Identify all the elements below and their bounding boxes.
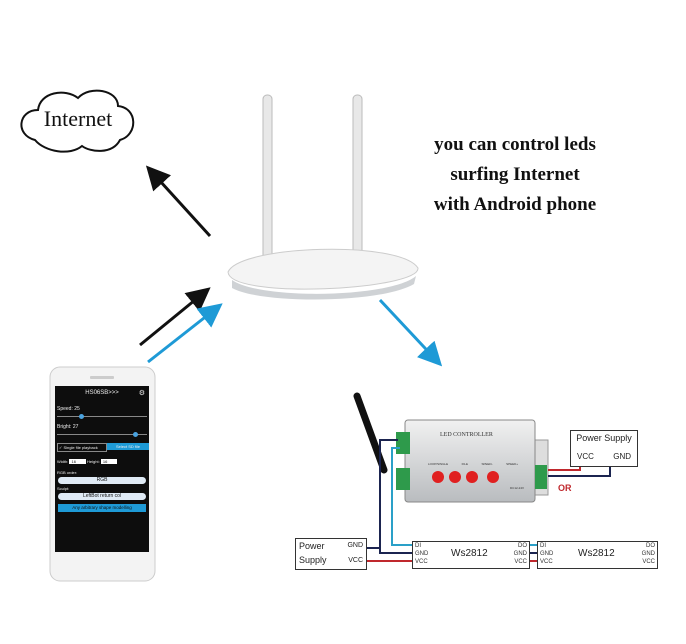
caption-line: surfing Internet <box>450 164 580 185</box>
bright-slider[interactable] <box>57 432 147 437</box>
vcc-label: VCC <box>577 452 594 461</box>
pin-label: DI <box>415 543 421 549</box>
gnd-label: GND <box>347 542 363 549</box>
power-supply-title: Power Supply <box>576 433 632 443</box>
router <box>227 94 419 300</box>
gear-icon[interactable]: ⚙ <box>138 390 145 397</box>
or-label: OR <box>558 483 572 493</box>
rgb-order-label: RGB order: <box>57 470 78 475</box>
power-supply-line1: Power <box>299 541 325 551</box>
ws2812-strip: DI GND VCC Ws2812 DO GND VCC <box>412 541 530 569</box>
pin-label: GND <box>540 551 554 557</box>
controller-button-label: FILE <box>461 462 468 466</box>
pin-label: VCC <box>514 559 527 565</box>
single-file-checkbox[interactable]: ✓ Single file playback <box>57 443 107 452</box>
pin-label: GND <box>513 551 527 557</box>
power-supply-bottom: Power Supply GND VCC <box>295 538 367 570</box>
app-title: HS06SB>>> <box>85 390 119 396</box>
arrow-phone-router-blue <box>147 303 223 364</box>
controller-title: LED CONTROLLER <box>440 432 493 438</box>
arrow-router-controller <box>378 298 443 367</box>
pin-label: GND <box>415 551 429 557</box>
controller-button-label: SPEED+ <box>506 462 518 466</box>
strip-name: Ws2812 <box>578 548 615 559</box>
arrow-to-router <box>139 287 211 347</box>
pin-label: DI <box>540 543 546 549</box>
arrow-to-internet <box>145 165 212 238</box>
caption-line: you can control leds <box>434 134 596 155</box>
speed-slider[interactable] <box>57 414 147 419</box>
ws2812-strip: DI GND VCC Ws2812 DO GND VCC <box>537 541 658 569</box>
width-label: Width: <box>57 459 69 464</box>
power-supply-line2: Supply <box>299 555 327 565</box>
speed-value: 25 <box>74 406 80 412</box>
caption-line: with Android phone <box>433 194 597 215</box>
shape-modelling-button[interactable]: Any arbitrary shape modelling <box>58 504 146 512</box>
vcc-label: VCC <box>348 557 363 564</box>
internet-cloud <box>20 89 135 153</box>
sculpt-select[interactable]: LeftBot return col <box>58 493 146 500</box>
single-file-label: Single file playback <box>63 445 98 450</box>
pin-label: VCC <box>415 559 428 565</box>
rgb-order-select[interactable]: RGB <box>58 477 146 484</box>
bright-label: Bright: <box>57 424 72 430</box>
height-input[interactable]: 16 <box>100 459 118 464</box>
pin-label: VCC <box>642 559 655 565</box>
controller-button-label: SPEED- <box>481 462 493 466</box>
pin-label: DO <box>518 543 527 549</box>
width-input[interactable]: 16 <box>69 459 86 464</box>
pin-label: DO <box>646 543 655 549</box>
pin-label: GND <box>641 551 655 557</box>
power-supply-right: Power Supply VCC GND <box>570 430 638 467</box>
bright-value: 27 <box>72 424 79 430</box>
phone-screen: HS06SB>>> ⚙ Speed: 25 Bright: 27 ✓ Singl… <box>55 386 149 552</box>
controller-input-label: DC12-24V <box>510 486 525 490</box>
controller-button-label: LOOP/SINGLE <box>428 462 449 466</box>
caption: you can control leds surfing Internet wi… <box>400 130 630 220</box>
strip-name: Ws2812 <box>451 548 488 559</box>
gnd-label: GND <box>613 452 631 461</box>
controller-buttons: LOOP/SINGLE FILE SPEED- SPEED+ <box>428 462 518 466</box>
select-file-button[interactable]: Select SD file <box>107 443 149 450</box>
height-label: Height: <box>87 459 100 464</box>
pin-label: VCC <box>540 559 553 565</box>
internet-label: Internet <box>43 106 113 131</box>
sculpt-label: Sculpt: <box>57 486 70 491</box>
speed-label: Speed: <box>57 406 73 412</box>
